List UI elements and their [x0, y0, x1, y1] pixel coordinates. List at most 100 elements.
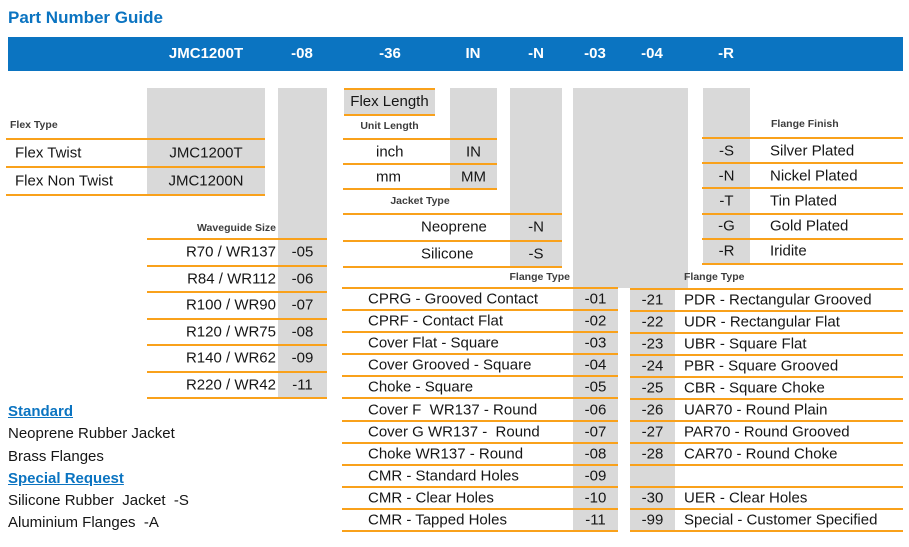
- row-code: -30: [641, 489, 664, 507]
- row-name: Choke WR137 - Round: [368, 445, 524, 463]
- table-row: -30 UER - Clear Holes: [630, 486, 903, 508]
- pn-segment-finish: -R: [718, 45, 734, 62]
- table-row: -N Nickel Plated: [702, 162, 903, 187]
- table-row: -99 Special - Customer Specified: [630, 508, 903, 530]
- pn-segment-waveguide: -08: [291, 45, 313, 62]
- row-code: -06: [291, 270, 314, 288]
- row-name: Cover Grooved - Square: [368, 356, 532, 374]
- table-row: -24 PBR - Square Grooved: [630, 354, 903, 376]
- row-name: Flex Twist: [15, 144, 82, 162]
- table-row: -S Silver Plated: [702, 137, 903, 162]
- row-name: Gold Plated: [770, 217, 849, 235]
- row-name: CPRF - Contact Flat: [368, 312, 504, 330]
- table-row: Choke WR137 - Round -08: [342, 441, 618, 464]
- row-name: R120 / WR75: [185, 323, 276, 341]
- table-endline: [6, 194, 265, 196]
- table-row-blank: [630, 464, 903, 486]
- note-item: Aluminium Flanges -A: [8, 514, 159, 532]
- table-row: R84 / WR112 -06: [147, 264, 327, 292]
- row-code: -21: [641, 291, 664, 309]
- table-endline: [343, 188, 497, 190]
- row-name: Cover F WR137 - Round: [368, 401, 538, 419]
- table-row: CMR - Tapped Holes -11: [342, 507, 618, 530]
- row-code: -99: [641, 511, 664, 529]
- gray-column-model: [147, 88, 265, 194]
- jacket-type-table: Neoprene -N Silicone -S: [343, 213, 562, 268]
- table-row: Cover Flat - Square -03: [342, 331, 618, 353]
- page-title: Part Number Guide: [8, 8, 163, 27]
- pn-segment-jacket: -N: [528, 45, 544, 62]
- row-code: -06: [584, 401, 607, 419]
- row-name: Tin Plated: [770, 192, 837, 210]
- row-code: -10: [584, 489, 607, 507]
- row-name: Silver Plated: [770, 142, 855, 160]
- waveguide-size-table: R70 / WR137 -05 R84 / WR112 -06 R100 / W…: [147, 238, 327, 399]
- row-code: -S: [528, 245, 544, 263]
- note-item: Brass Flanges: [8, 447, 104, 465]
- table-row: -25 CBR - Square Choke: [630, 376, 903, 398]
- row-code: MM: [461, 168, 486, 185]
- row-name: CMR - Standard Holes: [368, 467, 519, 485]
- row-name: R70 / WR137: [185, 243, 276, 261]
- pn-segment-flange1: -03: [584, 45, 606, 62]
- table-row: mm MM: [343, 163, 497, 188]
- flex-type-table: Flex Twist JMC1200T Flex Non Twist JMC12…: [6, 138, 265, 196]
- row-name: Cover G WR137 - Round: [368, 423, 540, 441]
- row-code: -23: [641, 335, 664, 353]
- table-endline: [343, 266, 562, 268]
- waveguide-size-label: Waveguide Size: [197, 222, 276, 234]
- row-code: -11: [585, 511, 606, 529]
- table-row: R120 / WR75 -08: [147, 317, 327, 345]
- table-row: -G Gold Plated: [702, 212, 903, 238]
- table-endline: [147, 397, 327, 399]
- row-name: Iridite: [770, 242, 807, 260]
- row-name: UAR70 - Round Plain: [684, 401, 828, 419]
- table-row: -R Iridite: [702, 237, 903, 263]
- row-name: CMR - Clear Holes: [368, 489, 494, 507]
- part-number-banner: JMC1200T -08 -36 IN -N -03 -04 -R: [8, 37, 903, 71]
- pn-segment-flange2: -04: [641, 45, 663, 62]
- row-code: -S: [719, 142, 734, 160]
- row-name: mm: [376, 168, 401, 185]
- row-name: Special - Customer Specified: [684, 511, 878, 529]
- table-row: -27 PAR70 - Round Grooved: [630, 420, 903, 442]
- row-name: Silicone: [421, 245, 474, 263]
- row-name: Neoprene: [421, 218, 487, 236]
- row-name: PBR - Square Grooved: [684, 357, 839, 375]
- table-row: R220 / WR42 -11: [147, 370, 327, 398]
- row-code: -04: [584, 356, 607, 374]
- row-name: Cover Flat - Square: [368, 334, 499, 352]
- row-name: R140 / WR62: [185, 349, 276, 367]
- row-code: JMC1200N: [168, 172, 244, 190]
- flange-type-right-table: -21 PDR - Rectangular Grooved -22 UDR - …: [630, 288, 903, 532]
- row-code: -05: [584, 378, 607, 396]
- row-code: -24: [641, 357, 664, 375]
- table-row: R70 / WR137 -05: [147, 238, 327, 265]
- unit-length-label: Unit Length: [360, 120, 419, 132]
- row-name: CPRG - Grooved Contact: [368, 290, 539, 308]
- row-code: IN: [466, 143, 481, 160]
- row-code: -27: [641, 423, 664, 441]
- table-row: -T Tin Plated: [702, 187, 903, 212]
- row-code: -09: [584, 467, 607, 485]
- row-code: -09: [291, 349, 314, 367]
- row-name: Choke - Square: [368, 378, 474, 396]
- row-name: R220 / WR42: [185, 376, 276, 394]
- row-code: JMC1200T: [169, 144, 243, 162]
- table-endline: [630, 530, 903, 532]
- note-item: Neoprene Rubber Jacket: [8, 425, 175, 443]
- table-row: -22 UDR - Rectangular Flat: [630, 310, 903, 332]
- row-name: R84 / WR112: [187, 270, 276, 288]
- table-row: Neoprene -N: [343, 213, 562, 240]
- flange-finish-label: Flange Finish: [771, 118, 839, 130]
- table-row: Cover Grooved - Square -04: [342, 353, 618, 375]
- pn-segment-unit: IN: [465, 45, 481, 62]
- pn-segment-length: -36: [379, 45, 401, 62]
- flex-type-label: Flex Type: [10, 119, 58, 131]
- row-code: -03: [584, 334, 607, 352]
- row-code: -02: [584, 312, 607, 330]
- row-name: Flex Non Twist: [15, 172, 114, 190]
- table-row: -23 UBR - Square Flat: [630, 332, 903, 354]
- row-name: UDR - Rectangular Flat: [684, 313, 840, 331]
